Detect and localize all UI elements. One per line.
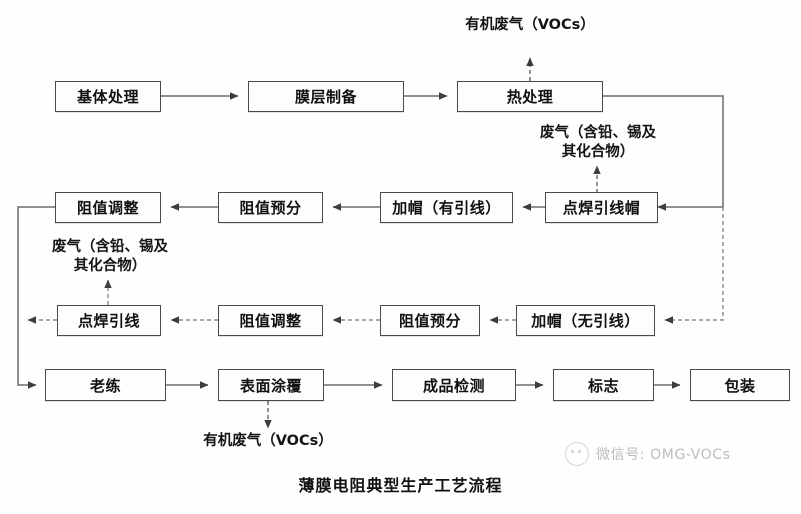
node-cap-with-lead[interactable]: 加帽（有引线） xyxy=(380,192,513,223)
node-label: 点焊引线帽 xyxy=(562,199,641,217)
watermark-text: 微信号: OMG-VOCs xyxy=(596,447,731,463)
node-label: 膜层制备 xyxy=(294,88,357,106)
node-label: 阻值调整 xyxy=(76,199,139,217)
edge-branch-to-capwithoutlead xyxy=(664,207,724,324)
node-surface-coating[interactable]: 表面涂覆 xyxy=(218,369,324,401)
emission-label-vocs-bottom: 有机废气（VOCs） xyxy=(203,433,333,449)
node-product-inspection[interactable]: 成品检测 xyxy=(392,369,516,401)
node-resistance-presort-1[interactable]: 阻值预分 xyxy=(218,192,323,223)
node-label: 热处理 xyxy=(506,88,554,106)
node-label: 阻值预分 xyxy=(239,199,302,217)
emission-label-exhaust-heat-treatment: 废气（含铅、锡及 其化合物） xyxy=(540,125,656,160)
node-label: 表面涂覆 xyxy=(239,376,302,395)
node-film-preparation[interactable]: 膜层制备 xyxy=(248,81,404,112)
edge-left-rail-to-aging xyxy=(17,378,37,389)
node-label: 阻值调整 xyxy=(239,312,302,330)
node-spot-weld-lead-cap[interactable]: 点焊引线帽 xyxy=(545,192,658,223)
node-label: 标志 xyxy=(587,376,619,395)
emission-label-exhaust-spot-weld: 废气（含铅、锡及 其化合物） xyxy=(52,239,168,274)
edge-adjust1-to-left-rail xyxy=(17,206,55,378)
emission-label-vocs-top: 有机废气（VOCs） xyxy=(465,17,595,33)
node-resistance-adjust-1[interactable]: 阻值调整 xyxy=(55,192,161,223)
node-cap-without-lead[interactable]: 加帽（无引线） xyxy=(516,305,655,336)
node-resistance-presort-2[interactable]: 阻值预分 xyxy=(380,305,480,336)
node-substrate-treatment[interactable]: 基体处理 xyxy=(55,81,161,112)
node-heat-treatment[interactable]: 热处理 xyxy=(457,81,603,112)
wechat-logo-icon xyxy=(565,442,589,466)
node-label: 包装 xyxy=(724,376,756,395)
node-resistance-adjust-2[interactable]: 阻值调整 xyxy=(218,305,323,336)
watermark: 微信号: OMG-VOCs xyxy=(565,442,731,466)
node-packaging[interactable]: 包装 xyxy=(690,369,790,401)
node-label: 加帽（无引线） xyxy=(531,312,640,330)
node-label: 成品检测 xyxy=(422,376,485,395)
node-label: 点焊引线 xyxy=(77,312,140,330)
node-aging[interactable]: 老练 xyxy=(45,369,166,401)
node-label: 老练 xyxy=(89,376,121,395)
edge-heat-to-spotweldcap xyxy=(603,95,724,211)
node-label: 基体处理 xyxy=(76,88,139,106)
node-marking[interactable]: 标志 xyxy=(553,369,654,401)
node-label: 加帽（有引线） xyxy=(392,199,501,217)
node-spot-weld-lead[interactable]: 点焊引线 xyxy=(57,305,161,336)
diagram-caption: 薄膜电阻典型生产工艺流程 xyxy=(298,476,503,495)
node-label: 阻值预分 xyxy=(398,312,461,330)
